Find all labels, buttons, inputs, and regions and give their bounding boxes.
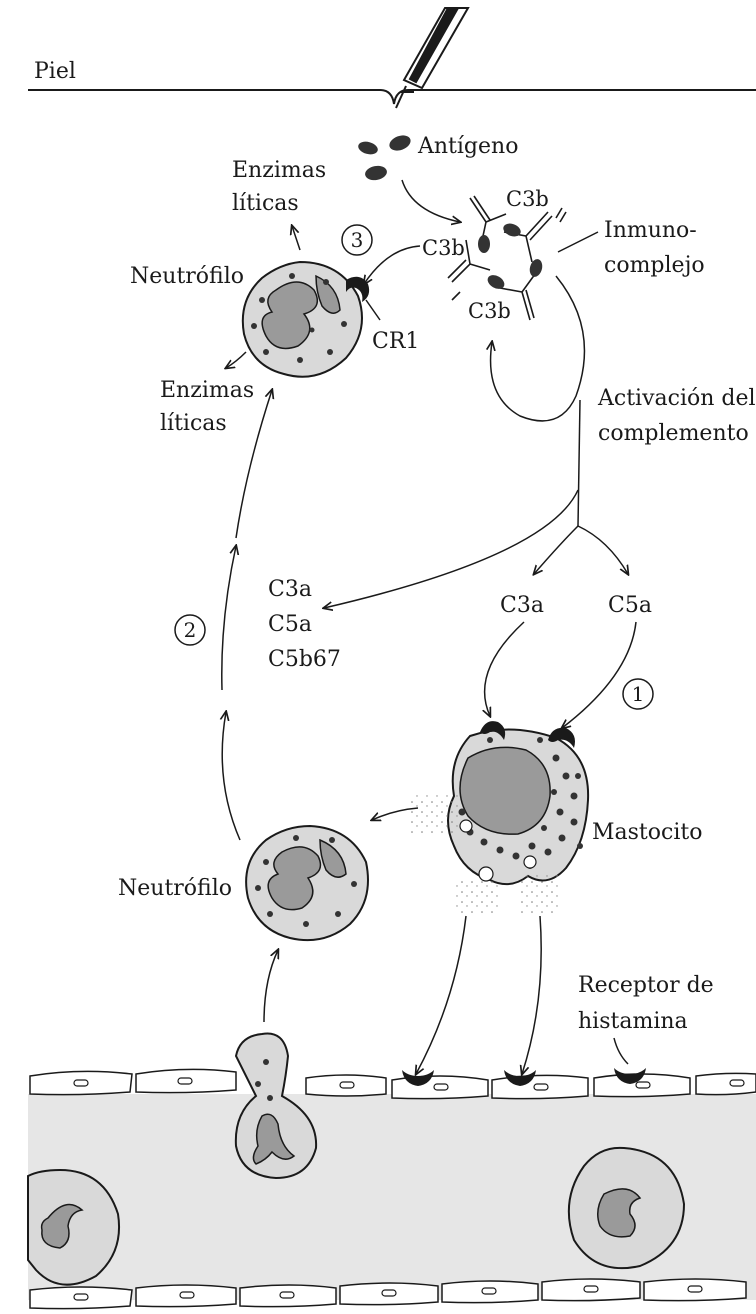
histamine-to-receptor-arrow-2 [522,916,541,1074]
syringe-icon [396,8,468,108]
c3b-fragments [478,221,544,291]
step-1-marker: 1 [623,679,653,709]
c5a-right-label: C5a [608,593,652,618]
svg-text:2: 2 [184,618,197,642]
to-c5a-arrow [578,526,628,574]
to-anaphylatoxins-arrow [324,490,578,608]
extravasation-arrow [264,950,278,1022]
mast-cell-label: Mastocito [592,820,702,845]
skin-label: Piel [34,59,76,84]
histamine-receptor-label-1: Receptor de [578,973,714,998]
anaphylatoxin-c3a-label: C3a [268,577,312,602]
neutrophil-top [243,262,362,377]
c3b-label-left: C3b [422,236,465,260]
blood-cell-right [569,1148,684,1268]
antigen-to-complex-arrow [402,180,460,222]
immunocomplex-label-1: Inmuno- [604,218,697,243]
mast-cell [448,721,588,884]
chemotaxis-arrow-upper [236,390,272,538]
c3b-label-top: C3b [506,187,549,211]
anaphylatoxin-c5a-label: C5a [268,612,312,637]
chemotaxis-arrow-lower [222,712,240,840]
lytic-enzymes-left-label-2: líticas [160,411,227,436]
complement-activation-label-1: Activación del [597,386,756,411]
neutrophil-bottom [246,826,368,940]
c3b-label-bottom: C3b [468,299,511,323]
cr1-pointer [366,300,380,320]
lytic-enzymes-left-label-1: Enzimas [160,378,254,403]
step-2-marker: 2 [175,615,205,645]
immunocomplex-pointer [558,232,598,252]
complement-activation-loop-arrow [491,276,585,421]
lytic-enzymes-left-arrow [226,352,246,368]
svg-text:1: 1 [632,682,645,706]
skin-surface [28,90,756,104]
antigen-particles [357,133,413,182]
step-3-marker: 3 [342,225,372,255]
immunocomplex-label-2: complejo [604,253,705,278]
lytic-enzymes-top-label-2: líticas [232,191,299,216]
c3a-to-mastcell-arrow [485,622,524,716]
anaphylatoxin-c5b67-label: C5b67 [268,647,341,672]
c3b-to-cr1-arrow [364,246,420,284]
svg-text:3: 3 [351,228,364,252]
neutrophil-bottom-label: Neutrófilo [118,876,232,901]
histamine-to-receptor-arrow-1 [416,916,466,1074]
histamine-receptor-label-2: histamina [578,1009,688,1034]
cr1-label: CR1 [372,329,419,354]
lytic-enzymes-top-label-1: Enzimas [232,158,326,183]
antigen-label: Antígeno [417,134,518,159]
complement-activation-label-2: complemento [598,421,749,446]
neutrophil-top-label: Neutrófilo [130,264,244,289]
to-c3a-arrow [534,526,578,574]
histamine-receptor-pointer [614,1038,628,1064]
c5a-to-mastcell-arrow [562,622,636,728]
c3a-right-label: C3a [500,593,544,618]
chemotaxis-arrow-middle [222,546,236,690]
complement-stem [578,400,580,526]
lytic-enzymes-top-arrow [292,226,300,250]
